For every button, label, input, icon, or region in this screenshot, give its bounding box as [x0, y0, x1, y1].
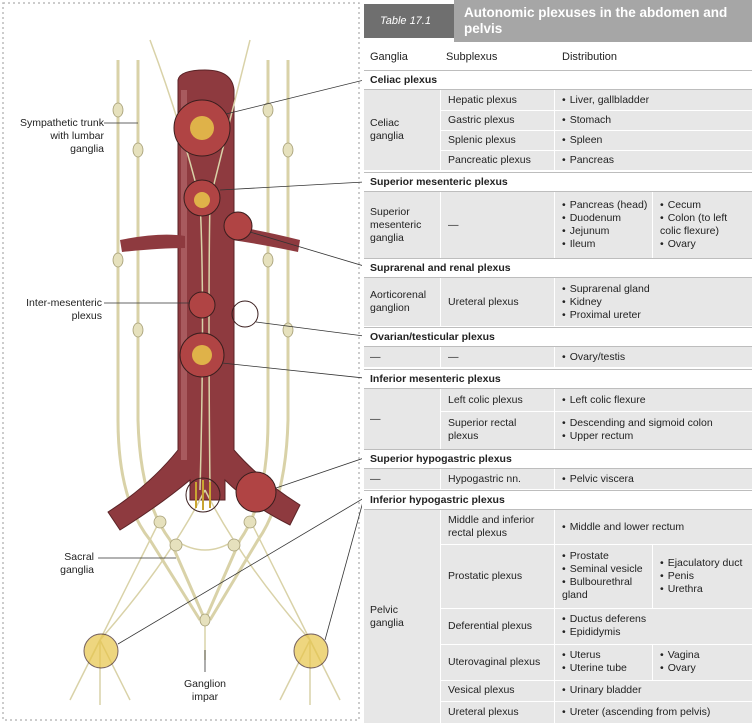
ovarian-subplexus: — — [448, 350, 459, 363]
anatomical-figure: Sympathetic trunk with lumbar ganglia In… — [0, 0, 362, 723]
table-cell: Liver, gallbladder — [562, 94, 649, 107]
column-header-distribution: Distribution — [562, 51, 618, 63]
celiac-block: Celiac ganglia Hepatic plexus Gastric pl… — [364, 90, 752, 170]
suprarenal-block: Aorticorenal ganglion Ureteral plexus Su… — [364, 278, 752, 326]
column-header-ganglia: Ganglia — [370, 51, 408, 63]
table-cell: Penis — [660, 570, 742, 583]
suphyp-subplexus: Hypogastric nn. — [448, 472, 521, 485]
celiac-ganglia: Celiac ganglia — [370, 117, 404, 142]
table-cell: Left colic flexure — [562, 394, 646, 407]
plexus-table: Table 17.1 Autonomic plexuses in the abd… — [364, 0, 752, 723]
table-header: Table 17.1 Autonomic plexuses in the abd… — [364, 0, 752, 42]
table-cell: Superior rectal plexus — [448, 417, 517, 442]
table-cell: Stomach — [562, 114, 611, 127]
plexus-illustration — [2, 2, 362, 721]
table-cell: Middle and lower rectum — [562, 521, 684, 534]
table-cell: Ileum — [562, 238, 647, 251]
table-cell: Descending and sigmoid colon — [562, 417, 713, 430]
table-cell: Ovary/testis — [562, 351, 625, 364]
table-cell: Ureteral plexus — [448, 705, 519, 718]
table-cell: Ductus deferens — [562, 613, 646, 626]
suprarenal-subplexus: Ureteral plexus — [448, 295, 519, 308]
table-cell: Colon (to left colic flexure) — [660, 212, 746, 238]
section-superior-hypogastric: Superior hypogastric plexus — [364, 449, 752, 469]
table-cell: Pancreatic plexus — [448, 153, 531, 166]
table-cell: Uterine tube — [562, 662, 627, 675]
table-cell: Prostate — [562, 550, 646, 563]
table-cell: Vesical plexus — [448, 684, 515, 696]
label-intermesenteric-plexus: Inter-mesenteric plexus — [26, 297, 102, 322]
section-suprarenal: Suprarenal and renal plexus — [364, 258, 752, 278]
table-cell: Ureter (ascending from pelvis) — [562, 706, 711, 719]
supmes-block: Superior mesenteric ganglia — Pancreas (… — [364, 192, 752, 258]
table-cell: Suprarenal gland — [562, 283, 650, 296]
infmes-ganglia: — — [370, 412, 381, 425]
plexus-markers — [83, 99, 329, 669]
table-cell: Duodenum — [562, 212, 647, 225]
table-cell: Epididymis — [562, 626, 646, 639]
section-superior-mesenteric: Superior mesenteric plexus — [364, 172, 752, 192]
table-number: Table 17.1 — [364, 4, 454, 38]
ovarian-ganglia: — — [370, 350, 381, 363]
table-cell: Deferential plexus — [448, 619, 533, 632]
table-cell: Uterovaginal plexus — [448, 655, 541, 668]
label-ganglion-impar: Ganglion impar — [183, 678, 227, 703]
section-ovarian: Ovarian/testicular plexus — [364, 327, 752, 347]
suprarenal-ganglia: Aorticorenal ganglion — [370, 289, 427, 314]
table-cell: Proximal ureter — [562, 309, 650, 322]
figure-border — [2, 2, 360, 721]
table-cell: Vagina — [660, 649, 700, 662]
table-title: Autonomic plexuses in the abdomen and pe… — [454, 0, 752, 42]
table-cell: Splenic plexus — [448, 133, 516, 146]
ovarian-block: — — Ovary/testis — [364, 347, 752, 367]
label-sympathetic-trunk: Sympathetic trunk with lumbar ganglia — [19, 117, 104, 155]
ganglia-beads — [112, 102, 294, 627]
table-cell: Bulbourethral gland — [562, 576, 646, 602]
supmes-subplexus: — — [448, 218, 459, 231]
supmes-ganglia: Superior mesenteric ganglia — [370, 205, 422, 244]
table-cell: Pancreas (head) — [562, 199, 648, 212]
table-cell: Prostatic plexus — [448, 569, 523, 582]
table-cell: Gastric plexus — [448, 113, 515, 126]
infmes-block: — Left colic plexus Superior rectal plex… — [364, 389, 752, 449]
table-cell: Left colic plexus — [448, 393, 523, 406]
table-cell: Cecum — [660, 199, 746, 212]
infhyp-ganglia: Pelvic ganglia — [370, 603, 404, 629]
table-cell: Hepatic plexus — [448, 93, 517, 106]
section-inferior-hypogastric: Inferior hypogastric plexus — [364, 490, 752, 510]
infhyp-block: Pelvic ganglia Middle and inferior recta… — [364, 510, 752, 723]
section-inferior-mesenteric: Inferior mesenteric plexus — [364, 369, 752, 389]
table-cell: Kidney — [562, 296, 650, 309]
table-cell: Ovary — [660, 662, 700, 675]
table-cell: Uterus — [562, 649, 627, 662]
leader-lines — [98, 80, 362, 672]
label-sacral-ganglia: Sacral ganglia — [60, 551, 94, 576]
table-cell: Urinary bladder — [562, 684, 642, 697]
table-cell: Middle and inferior rectal plexus — [448, 514, 535, 539]
table-cell: Spleen — [562, 134, 603, 147]
suphyp-block: — Hypogastric nn. Pelvic viscera — [364, 469, 752, 489]
suphyp-ganglia: — — [370, 472, 381, 485]
table-cell: Ejaculatory duct — [660, 557, 743, 570]
column-header-subplexus: Subplexus — [446, 51, 498, 63]
table-cell: Upper rectum — [562, 430, 713, 443]
table-cell: Jejunum — [562, 225, 647, 238]
section-celiac: Celiac plexus — [364, 70, 752, 90]
table-cell: Ovary — [660, 238, 746, 251]
table-cell: Pelvic viscera — [562, 473, 634, 486]
table-cell: Seminal vesicle — [562, 563, 646, 576]
table-cell: Pancreas — [562, 154, 614, 167]
table-cell: Urethra — [660, 583, 742, 596]
